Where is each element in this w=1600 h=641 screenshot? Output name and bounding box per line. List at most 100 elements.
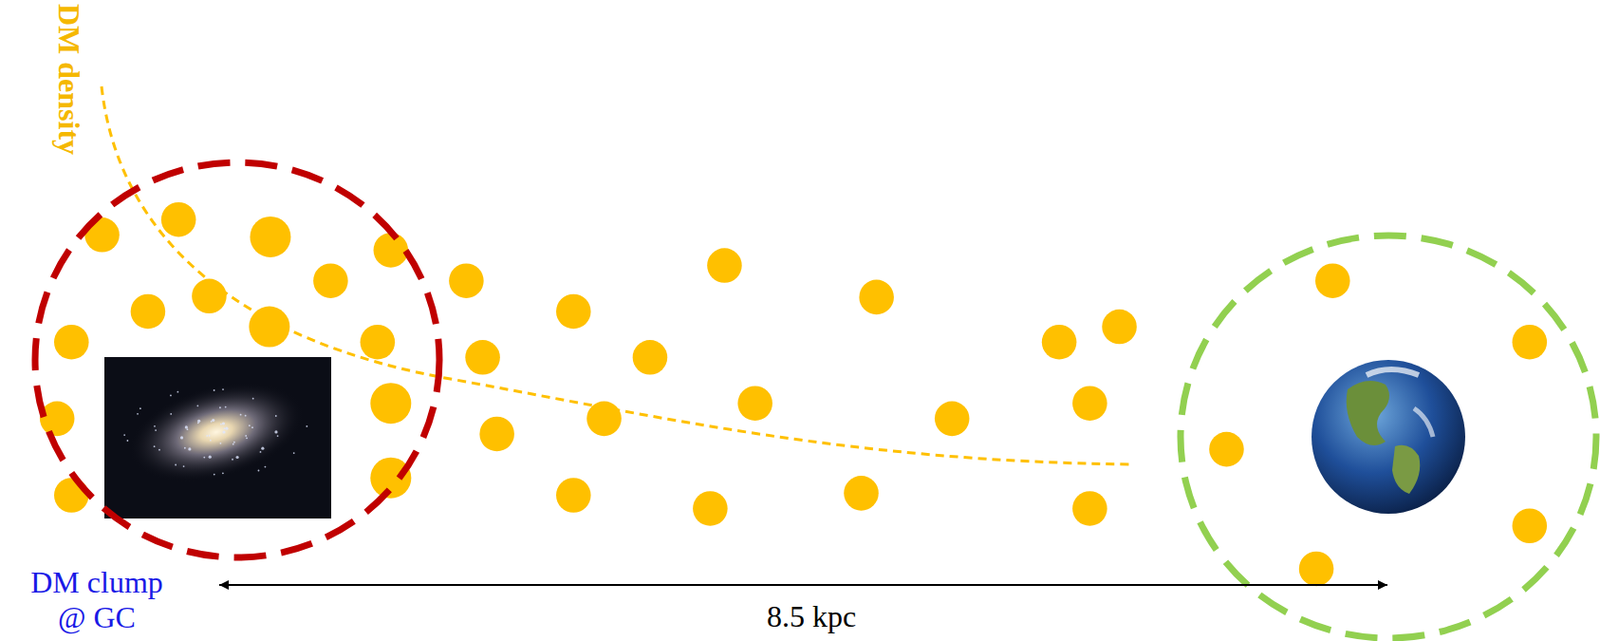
dm-particle xyxy=(934,401,970,437)
star xyxy=(205,434,208,437)
dm-particle xyxy=(737,385,773,421)
dm-particle xyxy=(479,416,515,452)
star xyxy=(208,434,211,437)
star xyxy=(139,407,142,410)
dm-particle xyxy=(39,401,75,437)
star xyxy=(223,427,226,429)
dm-particle xyxy=(556,294,592,330)
node-heading: DM clump @ GC xyxy=(25,564,168,635)
dm-particle xyxy=(448,262,484,298)
dm-particle xyxy=(313,262,349,298)
earth-image xyxy=(1311,359,1466,514)
local-region xyxy=(1180,235,1597,638)
dm-particle xyxy=(1041,324,1078,360)
dm-particle xyxy=(556,477,592,513)
star xyxy=(219,442,222,445)
star xyxy=(213,473,216,476)
star xyxy=(213,389,216,391)
distance-arrow xyxy=(219,583,1388,586)
dm-particle xyxy=(1072,490,1108,526)
star xyxy=(208,455,212,459)
star xyxy=(210,420,213,423)
star xyxy=(305,425,308,428)
star xyxy=(211,418,215,422)
dm-particle xyxy=(191,279,227,315)
dm-particle xyxy=(249,216,291,258)
dm-particle xyxy=(1209,431,1245,467)
clump-outline xyxy=(35,162,440,558)
dm-particle xyxy=(843,475,879,511)
dm-particle xyxy=(586,401,622,437)
star xyxy=(136,412,139,415)
dm-particle xyxy=(1512,324,1548,360)
star xyxy=(274,429,278,433)
star xyxy=(209,439,212,442)
dm-particle xyxy=(1315,262,1351,298)
star xyxy=(260,446,264,450)
star xyxy=(231,458,234,461)
axis-label: DM density xyxy=(52,3,86,155)
dm-particle xyxy=(370,382,411,424)
dm-particle xyxy=(465,339,501,375)
dm-particles xyxy=(39,202,1547,586)
star xyxy=(264,465,267,468)
density-curve xyxy=(101,86,1133,465)
star xyxy=(186,427,189,430)
star xyxy=(219,406,222,409)
star xyxy=(153,445,156,447)
dm-particle xyxy=(1101,309,1137,345)
star xyxy=(153,425,156,428)
dm-particle xyxy=(1512,507,1548,543)
dm-particle xyxy=(1072,385,1108,421)
star xyxy=(185,425,188,428)
star xyxy=(197,419,201,423)
star xyxy=(196,404,199,407)
star xyxy=(222,388,224,391)
dm-particle xyxy=(858,279,894,316)
star xyxy=(275,414,278,417)
star xyxy=(220,423,223,426)
star xyxy=(123,433,126,436)
star xyxy=(248,424,251,427)
star xyxy=(183,465,186,467)
dm-particle xyxy=(706,247,743,283)
dm-clump-region: DM clump @ GC xyxy=(31,158,444,561)
star xyxy=(154,428,157,431)
star xyxy=(158,448,161,451)
star xyxy=(176,390,179,393)
star xyxy=(222,429,225,433)
dm-particle xyxy=(632,339,669,375)
star xyxy=(169,412,172,415)
dm-particle xyxy=(360,324,396,360)
star xyxy=(224,406,227,409)
star xyxy=(197,421,200,424)
dashed-ellipse xyxy=(31,158,444,561)
star xyxy=(244,414,247,417)
star xyxy=(233,441,236,444)
dm-particle xyxy=(161,202,197,238)
star xyxy=(240,413,242,416)
star xyxy=(187,446,191,450)
star xyxy=(222,421,225,425)
star xyxy=(260,450,262,453)
star xyxy=(184,446,187,449)
dm-particle xyxy=(1299,551,1335,587)
star xyxy=(127,439,130,442)
star xyxy=(245,436,248,439)
star xyxy=(169,394,172,397)
star xyxy=(244,434,247,437)
star xyxy=(277,434,280,437)
star xyxy=(203,456,205,459)
star xyxy=(252,397,255,400)
star xyxy=(235,455,239,459)
dm-particle xyxy=(692,490,728,526)
dm-particle xyxy=(248,306,290,348)
dm-particle xyxy=(54,477,90,513)
star xyxy=(251,426,254,428)
star xyxy=(180,435,184,439)
galaxy-image xyxy=(104,356,332,519)
star xyxy=(293,451,296,454)
